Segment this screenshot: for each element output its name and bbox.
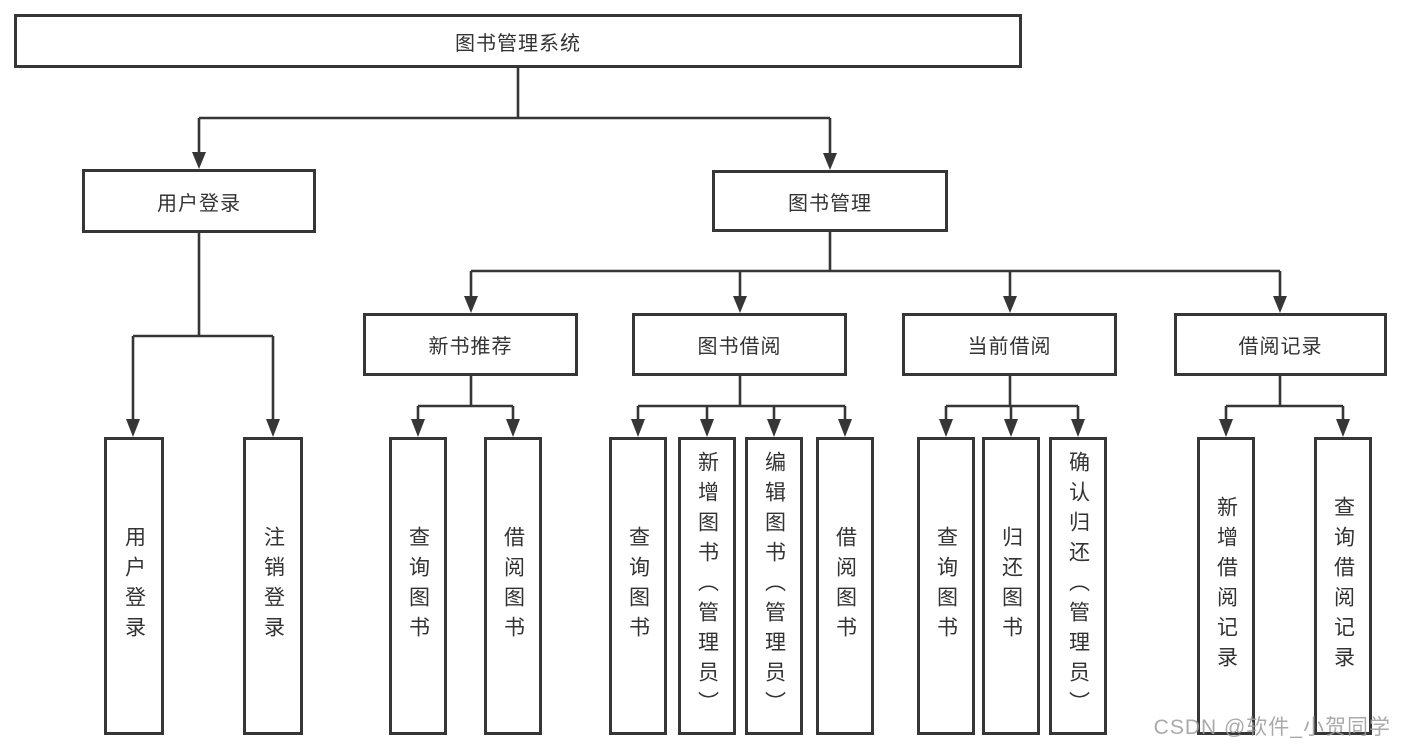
node-label: 查询图书 — [406, 526, 430, 646]
node-user-login: 用户登录 — [82, 169, 316, 233]
node-bb-edit-book-admin: 编辑图书（管理员） — [745, 437, 803, 735]
node-cb-return-book: 归还图书 — [982, 437, 1040, 735]
node-label: 借阅图书 — [501, 526, 525, 646]
node-label: 当前借阅 — [967, 336, 1052, 358]
node-label: 新增图书（管理员） — [695, 451, 719, 721]
node-label: 新书推荐 — [428, 336, 513, 358]
node-label: 编辑图书（管理员） — [762, 451, 786, 721]
node-book-management: 图书管理 — [712, 170, 948, 232]
node-book-borrow: 图书借阅 — [632, 313, 847, 376]
node-rec-borrow-book: 借阅图书 — [484, 437, 542, 735]
node-borrow-record: 借阅记录 — [1174, 313, 1387, 376]
node-bb-query-book: 查询图书 — [609, 437, 667, 735]
node-label: 图书管理系统 — [455, 32, 581, 55]
node-label: 借阅图书 — [833, 526, 857, 646]
node-root-system: 图书管理系统 — [14, 14, 1022, 68]
node-rec-query-book: 查询图书 — [389, 437, 447, 735]
node-label: 用户登录 — [122, 526, 146, 646]
node-new-book-recommend: 新书推荐 — [363, 313, 578, 376]
node-label: 借阅记录 — [1238, 336, 1323, 358]
node-label: 图书借阅 — [697, 336, 782, 358]
node-bb-add-book-admin: 新增图书（管理员） — [678, 437, 736, 735]
node-leaf-user-login: 用户登录 — [104, 437, 164, 735]
node-label: 新增借阅记录 — [1214, 496, 1238, 676]
node-br-add-record: 新增借阅记录 — [1197, 437, 1255, 735]
arrowhead-group — [126, 152, 1350, 437]
node-bb-borrow-book: 借阅图书 — [816, 437, 874, 735]
node-br-query-record: 查询借阅记录 — [1314, 437, 1372, 735]
node-label: 确认归还（管理员） — [1066, 451, 1090, 721]
node-label: 查询图书 — [934, 526, 958, 646]
node-current-borrow: 当前借阅 — [902, 313, 1117, 376]
node-label: 图书管理 — [788, 192, 872, 215]
node-label: 归还图书 — [999, 526, 1023, 646]
node-leaf-logout: 注销登录 — [243, 437, 303, 735]
node-cb-confirm-return-admin: 确认归还（管理员） — [1049, 437, 1107, 735]
node-label: 注销登录 — [261, 526, 285, 646]
node-cb-query-book: 查询图书 — [917, 437, 975, 735]
node-label: 查询图书 — [626, 526, 650, 646]
node-label: 用户登录 — [157, 192, 241, 215]
node-label: 查询借阅记录 — [1331, 496, 1355, 676]
